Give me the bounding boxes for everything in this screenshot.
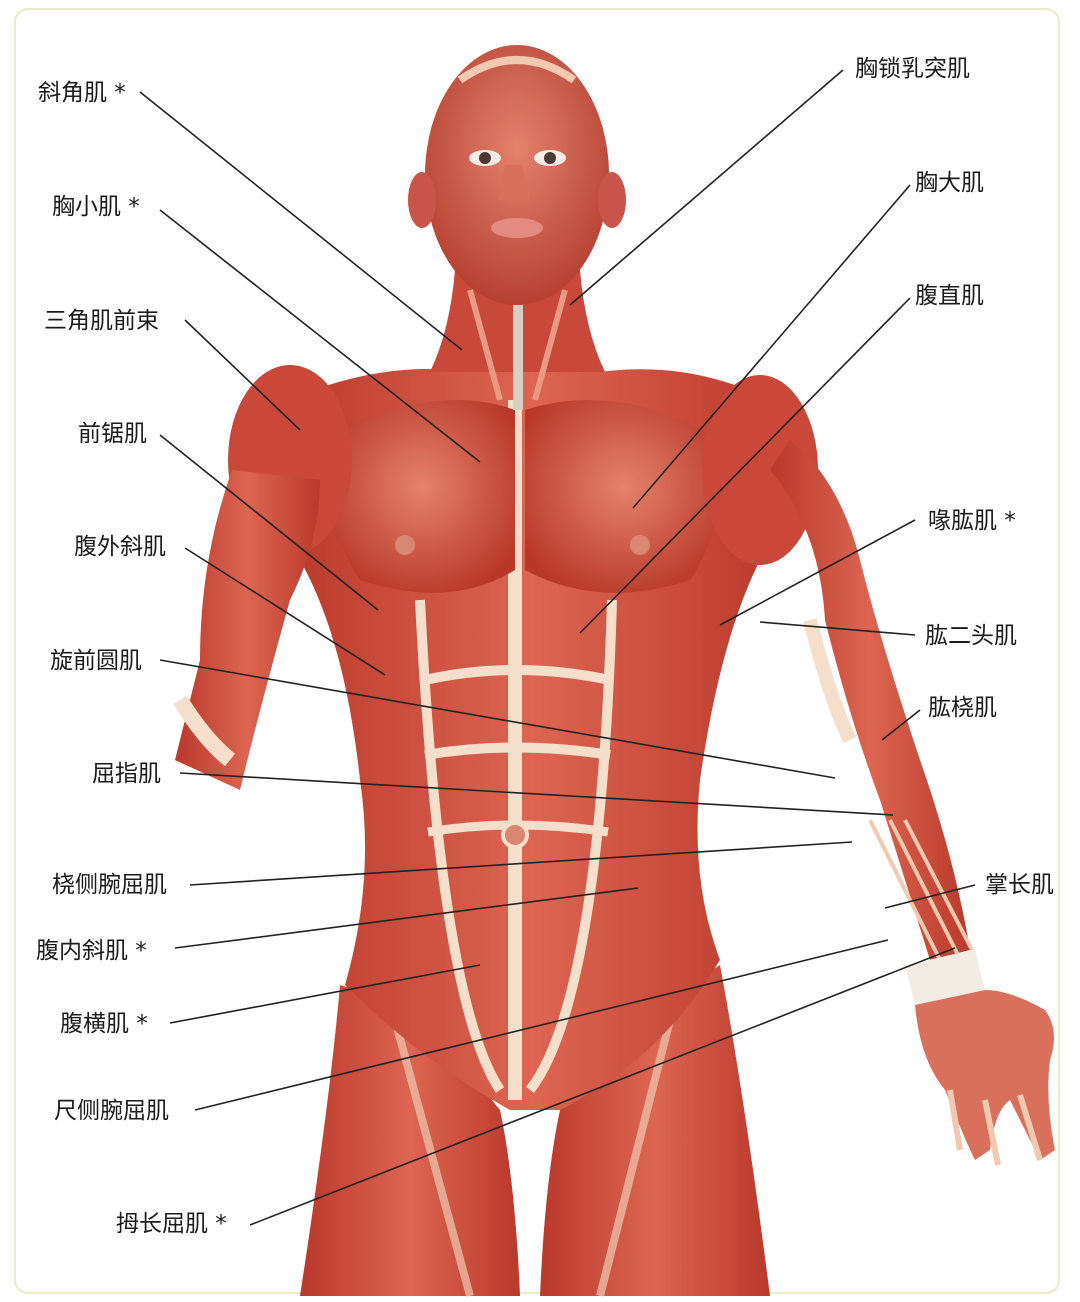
label-biceps: 肱二头肌 xyxy=(925,623,1017,649)
label-internal-oblique: 腹内斜肌 * xyxy=(36,938,147,964)
label-external-oblique: 腹外斜肌 xyxy=(74,534,166,560)
label-coracobrachialis: 喙肱肌 * xyxy=(928,508,1016,534)
legs xyxy=(300,965,770,1298)
label-flexor-pollicis-longus: 拇长屈肌 * xyxy=(116,1211,227,1237)
label-sternocleidomastoid: 胸锁乳突肌 xyxy=(855,56,970,82)
label-scalenes: 斜角肌 * xyxy=(38,80,126,106)
label-palmaris-longus: 掌长肌 xyxy=(985,872,1054,898)
label-flexor-carpi-radialis: 桡侧腕屈肌 xyxy=(52,872,167,898)
label-rectus-abdominis: 腹直肌 xyxy=(915,283,984,309)
label-anterior-deltoid: 三角肌前束 xyxy=(44,308,159,334)
arm-left xyxy=(173,470,320,790)
label-transversus-abdominis: 腹横肌 * xyxy=(60,1011,148,1037)
label-pronator-teres: 旋前圆肌 xyxy=(50,648,142,674)
label-pec-minor: 胸小肌 * xyxy=(52,194,140,220)
label-brachioradialis: 肱桡肌 xyxy=(928,695,997,721)
label-finger-flexors: 屈指肌 xyxy=(92,761,161,787)
head xyxy=(408,45,626,305)
label-flexor-carpi-ulnaris: 尺侧腕屈肌 xyxy=(54,1098,169,1124)
diagram-frame xyxy=(14,8,1060,1294)
label-serratus-anterior: 前锯肌 xyxy=(78,421,147,447)
neck xyxy=(430,270,605,410)
arm-right xyxy=(770,440,1055,1166)
leader-lines xyxy=(139,69,976,1226)
label-pec-major: 胸大肌 xyxy=(915,170,984,196)
